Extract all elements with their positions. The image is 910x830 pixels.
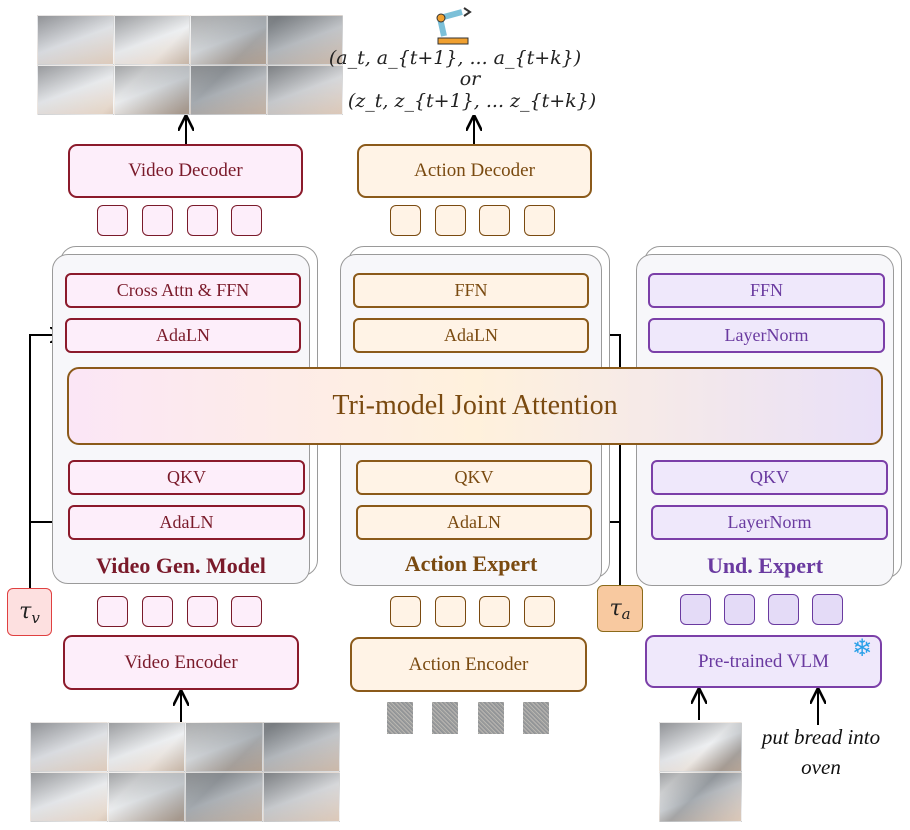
action-token — [479, 596, 510, 627]
und-token — [724, 594, 755, 625]
tri-model-joint-attention: Tri-model Joint Attention — [67, 367, 883, 445]
video-token — [187, 596, 218, 627]
noise-token — [523, 702, 549, 734]
und-token — [768, 594, 799, 625]
action-encoder: Action Encoder — [350, 637, 587, 692]
video-token — [187, 205, 218, 236]
video-token — [142, 205, 173, 236]
video-gen-model-label: Video Gen. Model — [96, 553, 266, 578]
action-token — [524, 596, 555, 627]
robot-arm-icon — [436, 7, 472, 45]
noise-token — [387, 702, 413, 734]
action-output-chunk: (a_t, a_{t+1}, ... a_{t+k}) — [328, 47, 582, 69]
video-encoder: Video Encoder — [63, 635, 299, 690]
action-qkv: QKV — [356, 460, 592, 495]
action-adaln-top: AdaLN — [353, 318, 589, 353]
video-qkv: QKV — [68, 460, 305, 495]
action-expert-label: Action Expert — [404, 551, 538, 576]
video-token — [97, 596, 128, 627]
tau-subscript: v — [31, 608, 40, 627]
noise-token — [432, 702, 458, 734]
language-instruction: put bread into oven — [761, 725, 881, 779]
video-adaln-bottom: AdaLN — [68, 505, 305, 540]
latent-output-chunk: (z_t, z_{t+1}, ... z_{t+k}) — [347, 90, 597, 112]
action-token — [524, 205, 555, 236]
video-decoder: Video Decoder — [68, 144, 303, 198]
und-token — [680, 594, 711, 625]
tau-symbol: τ — [19, 599, 32, 624]
und-layernorm-bottom: LayerNorm — [651, 505, 888, 540]
video-token — [142, 596, 173, 627]
snowflake-icon: ❄ — [852, 634, 873, 662]
output-or: or — [459, 68, 481, 90]
noise-token — [478, 702, 504, 734]
video-adaln-top: AdaLN — [65, 318, 301, 353]
video-cross-attn-ffn: Cross Attn & FFN — [65, 273, 301, 308]
action-token — [390, 205, 421, 236]
video-token — [231, 205, 262, 236]
generated-video-frames — [37, 15, 343, 115]
action-token — [435, 205, 466, 236]
action-token — [390, 596, 421, 627]
action-token — [479, 205, 510, 236]
und-expert-label: Und. Expert — [706, 553, 824, 578]
pretrained-vlm: Pre-trained VLM — [645, 635, 882, 688]
observation-image — [659, 722, 742, 822]
und-qkv: QKV — [651, 460, 888, 495]
und-ffn: FFN — [648, 273, 885, 308]
video-token — [97, 205, 128, 236]
action-adaln-bottom: AdaLN — [356, 505, 592, 540]
action-ffn: FFN — [353, 273, 589, 308]
tau-symbol: τ — [609, 595, 622, 621]
und-token — [812, 594, 843, 625]
und-layernorm-top: LayerNorm — [648, 318, 885, 353]
action-token — [435, 596, 466, 627]
video-token — [231, 596, 262, 627]
action-decoder: Action Decoder — [357, 144, 592, 198]
noisy-video-frames — [30, 722, 340, 822]
tau-subscript: a — [621, 605, 631, 623]
